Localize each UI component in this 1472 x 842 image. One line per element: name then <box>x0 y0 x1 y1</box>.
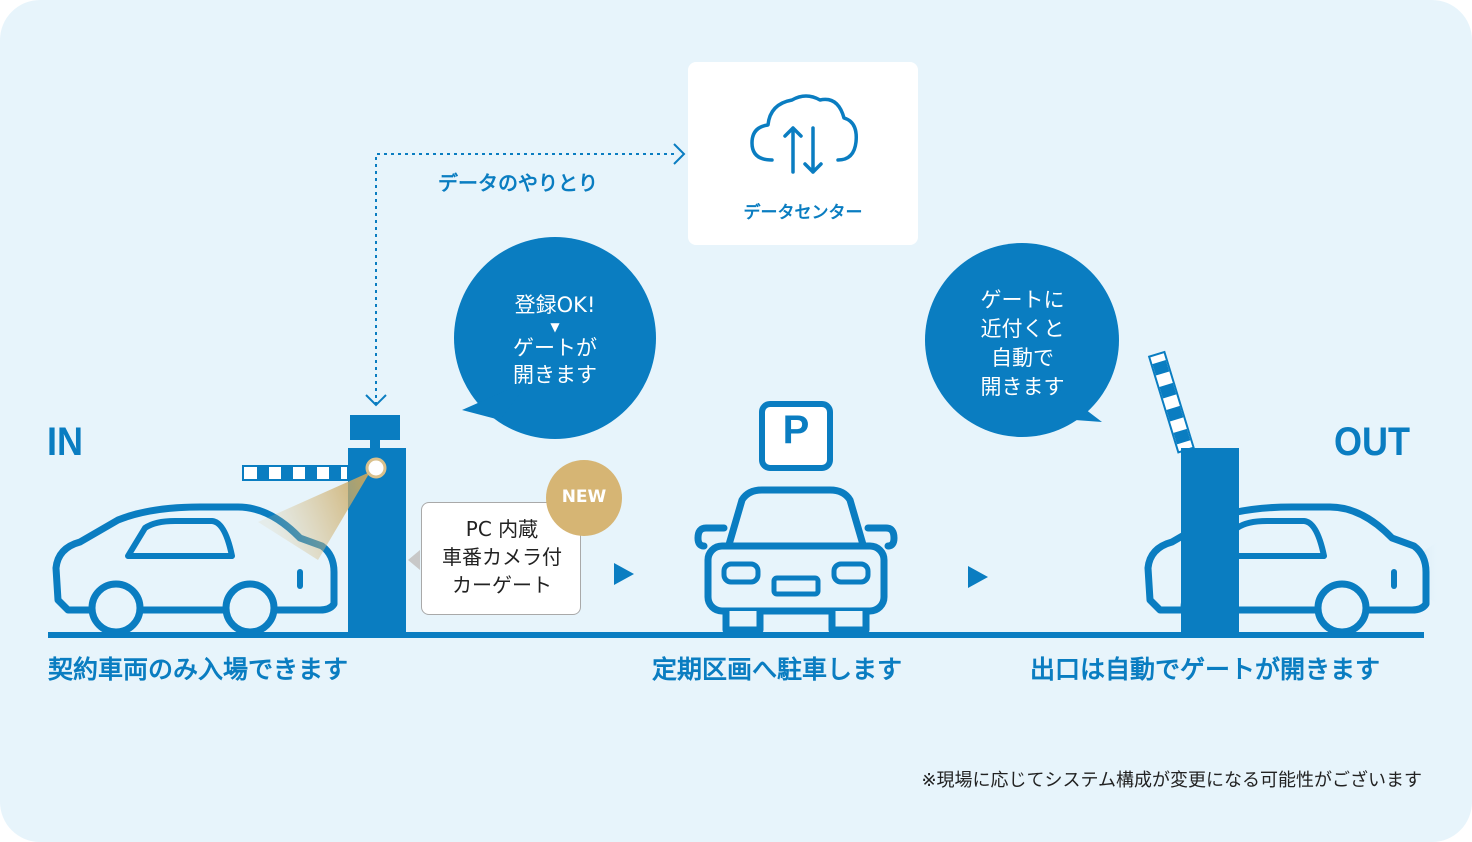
data-exchange-label: データのやりとり <box>438 171 598 195</box>
footnote: ※現場に応じてシステム構成が変更になる可能性がございます <box>921 770 1422 791</box>
exit-gate-icon <box>1147 350 1239 636</box>
camera-beam <box>258 472 370 560</box>
data-exchange-line <box>365 143 686 407</box>
arrow-right-icon <box>968 566 988 588</box>
callout-pointer <box>408 550 420 570</box>
parking-letter: P <box>782 408 810 452</box>
exit-bubble-line: ゲートに <box>980 288 1065 312</box>
camera-lens-icon <box>365 457 387 479</box>
exit-bubble-text: ゲートに 近付くと 自動で 開きます <box>925 286 1120 402</box>
exit-bubble-line: 自動で <box>991 346 1054 370</box>
entry-bubble-line: 開きます <box>513 363 597 387</box>
entry-gate-icon <box>242 415 406 636</box>
entry-bubble-text: 登録OK! ▼ ゲートが 開きます <box>455 292 655 389</box>
camera-icon <box>350 415 400 440</box>
exit-speech-bubble <box>925 243 1119 437</box>
entry-speech-bubble <box>454 237 656 439</box>
entry-bubble-line: ゲートが <box>513 336 597 360</box>
parking-caption: 定期区画へ駐車します <box>652 655 903 684</box>
down-arrow-icon: ▼ <box>550 320 560 334</box>
callout-line: PC 内蔵 <box>465 517 539 541</box>
exit-caption: 出口は自動でゲートが開きます <box>1030 655 1381 684</box>
exit-bubble-line: 開きます <box>980 375 1065 399</box>
entry-bubble-line: 登録OK! <box>514 293 596 317</box>
parked-car-icon <box>694 486 898 634</box>
exit-bubble-line: 近付くと <box>980 317 1065 341</box>
new-badge-label: NEW <box>561 487 607 507</box>
data-center-box: データセンター <box>688 62 918 245</box>
entry-car-icon <box>52 503 338 636</box>
in-label: IN <box>47 420 83 464</box>
callout-line: 車番カメラ付 <box>442 545 562 569</box>
parking-sign-icon <box>759 401 833 471</box>
arrow-right-icon <box>614 563 634 585</box>
entry-caption: 契約車両のみ入場できます <box>48 655 349 684</box>
ground-line <box>48 632 1424 638</box>
new-badge: NEW <box>546 460 622 536</box>
callout-line: カーゲート <box>452 573 552 597</box>
data-center-label: データセンター <box>743 203 863 223</box>
out-label: OUT <box>1334 420 1410 464</box>
